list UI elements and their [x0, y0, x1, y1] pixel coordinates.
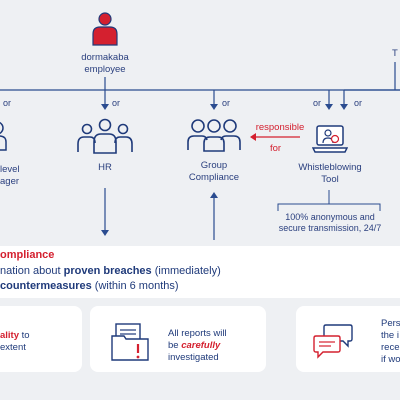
compliance-band	[0, 246, 400, 298]
investigation-text: All reports will be carefully investigat…	[168, 328, 227, 363]
employee-icon	[92, 12, 118, 46]
manager-icon	[0, 120, 10, 152]
hr-group-icon	[75, 118, 135, 154]
group-compliance-label: Group Compliance	[188, 160, 240, 183]
whistleblowing-tool-label: Whistleblowing Tool	[298, 162, 362, 185]
or-label: or	[313, 98, 322, 108]
or-label: or	[112, 98, 121, 108]
manager-label: level ager	[0, 164, 20, 187]
anonymous-transmission-note: 100% anonymous and secure transmission, …	[278, 212, 382, 233]
or-label: or	[3, 98, 12, 108]
responsible-label: responsible	[255, 122, 305, 133]
band-line-2: countermeasures (within 6 months)	[0, 280, 179, 292]
hr-label: HR	[98, 162, 112, 173]
or-label: or	[222, 98, 231, 108]
band-heading: ompliance	[0, 249, 55, 261]
group-compliance-icon	[186, 118, 242, 154]
chat-bubbles-icon	[312, 322, 354, 360]
document-alert-icon	[110, 322, 154, 362]
protection-text: Pers the i rece if wo	[381, 318, 400, 365]
or-label: or	[354, 98, 363, 108]
responsible-for-label: for	[270, 143, 282, 154]
employee-label: dormakaba employee	[81, 52, 129, 75]
band-line-1: nation about proven breaches (immediatel…	[0, 265, 221, 277]
laptop-icon	[311, 124, 349, 154]
confidentiality-card	[0, 306, 82, 372]
right-edge-text: T	[392, 48, 398, 59]
confidentiality-text: ality to extent	[0, 330, 30, 353]
